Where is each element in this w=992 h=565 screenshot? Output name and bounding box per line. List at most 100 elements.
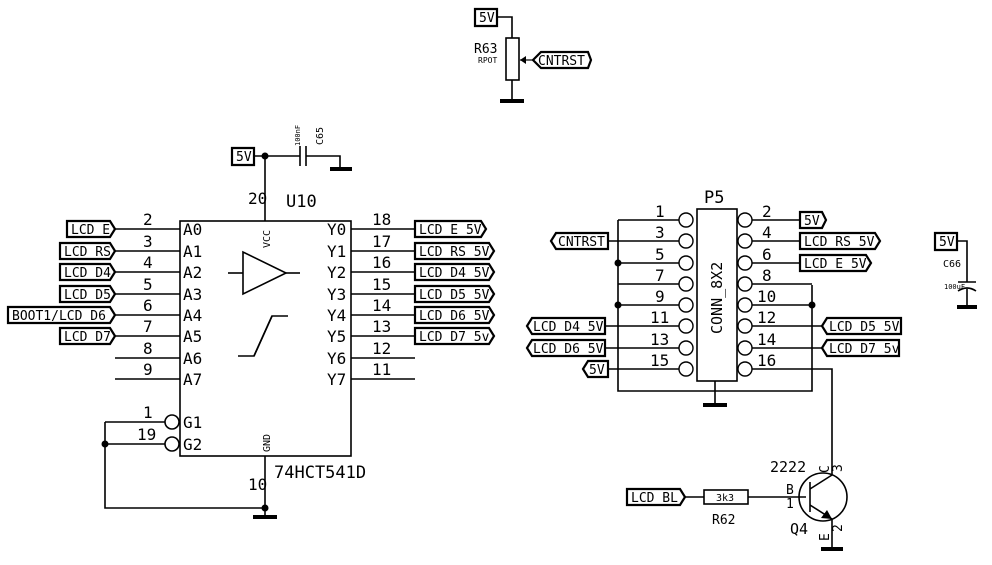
p5-ref: P5 — [704, 188, 724, 208]
u10-ic: U10 74HCT541D 20 VCC 10 GND 2 3 — [6, 156, 496, 519]
q4-pin-c-number: 3 — [831, 464, 846, 472]
u10-pin-number: 16 — [372, 253, 391, 272]
net-label: LCD_D6_5V — [533, 342, 604, 357]
p5-pad — [678, 212, 694, 228]
net-label-box — [820, 316, 903, 336]
r63-cntrst-label: CNTRST — [538, 54, 585, 69]
gate-junction — [101, 440, 109, 448]
u10-right-pins: 18 17 16 15 14 13 12 11 Y0 Y1 Y2 Y3 Y4 Y… — [327, 210, 496, 389]
c66-capacitor: 5V C66 100uF — [933, 231, 977, 309]
net-label-box — [413, 326, 496, 346]
u10-pin-name: A2 — [183, 263, 202, 282]
net-label-box — [525, 338, 607, 358]
u10-pin-number: 4 — [143, 253, 153, 272]
u10-pin-name: Y3 — [327, 285, 346, 304]
u10-pin-name: A4 — [183, 306, 202, 325]
u10-pin-number: 2 — [143, 210, 153, 229]
u10-pin-name: Y0 — [327, 220, 346, 239]
p5-pin-number: 7 — [655, 266, 665, 285]
u10-gate-pins: 1 19 G1 G2 — [101, 403, 269, 512]
net-label-box — [798, 253, 873, 273]
r63-value: RPOT — [478, 56, 497, 65]
p5-pin-number: 5 — [655, 245, 665, 264]
p5-junction — [614, 259, 622, 267]
r63-ref: R63 — [474, 42, 497, 57]
p5-pad — [737, 340, 753, 356]
p5-pin-number: 9 — [655, 287, 665, 306]
u10-value: 74HCT541D — [274, 463, 366, 483]
u10-pin-name: Y2 — [327, 263, 346, 282]
r62-net-label-box — [625, 487, 687, 507]
u10-pin-number: 17 — [372, 232, 391, 251]
q4-pin-b-number: 1 — [786, 497, 794, 512]
r63-supply-label: 5V — [479, 11, 495, 26]
u10-pin-number: 5 — [143, 275, 153, 294]
c66-ref: C66 — [943, 259, 961, 270]
u10-vcc-pin-number: 20 — [248, 189, 267, 208]
net-label: CNTRST — [558, 235, 605, 250]
net-label-box — [413, 241, 496, 261]
c66-supply-label: 5V — [939, 235, 955, 250]
gnd-junction — [261, 504, 269, 512]
p5-junction — [808, 301, 816, 309]
net-label-box — [820, 338, 901, 358]
u10-body — [179, 220, 352, 457]
u10-vcc-label: VCC — [262, 230, 273, 248]
p5-pin-number: 1 — [655, 202, 665, 221]
c65-supply-label-box — [230, 146, 256, 167]
net-label: LCD_D7_5v — [419, 330, 490, 345]
p5-pin-number: 16 — [757, 351, 776, 370]
u10-pin-name: A3 — [183, 285, 202, 304]
q4-emitter-arrow — [821, 510, 832, 519]
u10-pin-name: G2 — [183, 435, 202, 454]
q4-pin-e-number: 2 — [831, 524, 846, 532]
u10-pin-number: 11 — [372, 360, 391, 379]
net-label: 5V — [589, 363, 605, 378]
backlight-driver: LCD_BL 3k3 R62 2222 Q4 B 1 C 3 E 2 — [625, 458, 848, 551]
p5-pad — [678, 361, 694, 377]
p5-pin-number: 6 — [762, 245, 772, 264]
p5-junction — [614, 301, 622, 309]
net-label-box — [549, 231, 610, 251]
net-label-box — [6, 305, 117, 325]
u10-pin-number: 12 — [372, 339, 391, 358]
q4-body — [798, 472, 848, 522]
p5-pad — [678, 318, 694, 334]
u10-pin-number: 1 — [143, 403, 153, 422]
p5-pad — [678, 255, 694, 271]
u10-pin-name: A6 — [183, 349, 202, 368]
c65-ref: C65 — [315, 127, 326, 145]
net-label: LCD_D4_5V — [533, 320, 604, 335]
u10-pin-name: Y6 — [327, 349, 346, 368]
p5-pin-number: 11 — [650, 308, 669, 327]
net-label: LCD_D5 — [64, 288, 111, 303]
r63-potentiometer: 5V CNTRST R63 RPOT — [473, 7, 593, 103]
u10-pin-name: A5 — [183, 327, 202, 346]
c65-supply-label: 5V — [236, 150, 252, 165]
u10-pin-number: 18 — [372, 210, 391, 229]
c66-polarized-plate — [957, 287, 977, 292]
u10-pin-number: 14 — [372, 296, 391, 315]
p5-connector: P5 CONN_8X2 — [525, 188, 903, 462]
r63-wiper-arrow — [520, 56, 526, 64]
p5-pad — [737, 361, 753, 377]
net-label: LCD_RS_5V — [419, 245, 490, 260]
net-label: LCD_D5_5V — [419, 288, 490, 303]
p5-pad — [678, 297, 694, 313]
q4-pin-b-label: B — [786, 483, 794, 498]
r63-supply-label-box — [473, 7, 499, 28]
net-label: 5V — [804, 214, 820, 229]
u10-gnd-label: GND — [262, 434, 273, 452]
net-label: LCD_D6_5V — [419, 309, 490, 324]
p5-pin-number: 15 — [650, 351, 669, 370]
p5-value: CONN_8X2 — [708, 262, 726, 334]
u10-pin-name: A0 — [183, 220, 202, 239]
r62-ref: R62 — [712, 513, 735, 528]
p5-pin-number: 2 — [762, 202, 772, 221]
p5-pin-number: 4 — [762, 223, 772, 242]
p5-pad — [678, 340, 694, 356]
p5-pad — [737, 297, 753, 313]
net-label-box — [413, 262, 496, 282]
u10-pin-number: 3 — [143, 232, 153, 251]
